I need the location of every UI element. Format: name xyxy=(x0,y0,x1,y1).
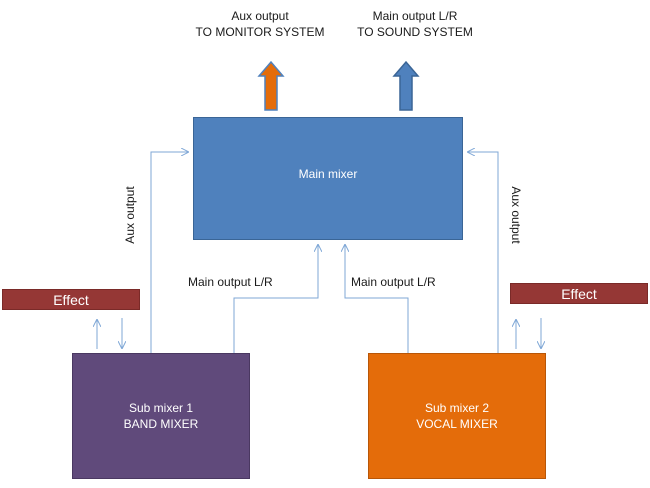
main-output-line1: Main output L/R xyxy=(372,9,458,23)
main-output-right-label: Main output L/R xyxy=(351,275,436,289)
main-line-right xyxy=(345,245,409,353)
effect-2-box: Effect xyxy=(510,283,648,304)
aux-line-left xyxy=(150,152,188,353)
sub-mixer-1-subtitle: BAND MIXER xyxy=(123,417,199,431)
aux-output-line1: Aux output xyxy=(231,9,289,23)
effect-2-label: Effect xyxy=(561,285,597,302)
sub-mixer-1-box: Sub mixer 1 BAND MIXER xyxy=(72,353,250,479)
sub-mixer-2-subtitle: VOCAL MIXER xyxy=(416,417,498,431)
aux-line-right xyxy=(468,152,499,353)
sub-mixer-2-box: Sub mixer 2 VOCAL MIXER xyxy=(368,353,546,479)
aux-output-arrow xyxy=(257,60,285,111)
aux-output-label: Aux output TO MONITOR SYSTEM xyxy=(185,8,335,40)
main-output-arrow xyxy=(392,60,420,111)
main-line-left xyxy=(233,245,318,353)
aux-output-line2: TO MONITOR SYSTEM xyxy=(195,25,325,39)
main-mixer-label: Main mixer xyxy=(298,166,358,181)
sub-mixer-1-title: Sub mixer 1 xyxy=(128,401,194,415)
aux-output-left-label: Aux output xyxy=(123,186,137,244)
main-mixer-box: Main mixer xyxy=(193,117,463,240)
effect-1-label: Effect xyxy=(53,291,89,308)
effect-1-box: Effect xyxy=(2,289,140,310)
main-output-label: Main output L/R TO SOUND SYSTEM xyxy=(340,8,490,40)
main-output-left-label: Main output L/R xyxy=(188,275,273,289)
sub-mixer-2-title: Sub mixer 2 xyxy=(424,401,490,415)
aux-output-right-label: Aux output xyxy=(509,186,523,244)
main-output-line2: TO SOUND SYSTEM xyxy=(357,25,473,39)
